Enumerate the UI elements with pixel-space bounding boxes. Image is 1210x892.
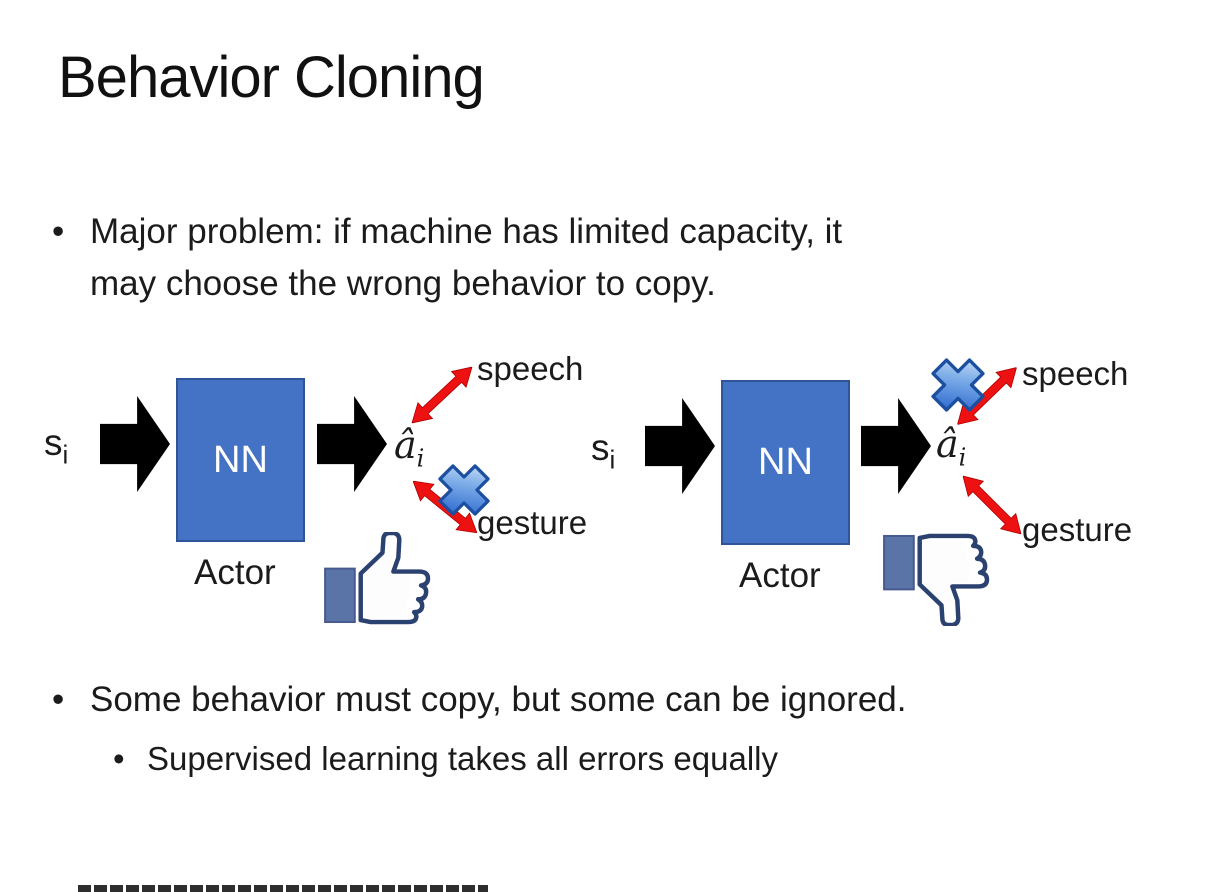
state-input-label: si: [591, 427, 616, 475]
bullet-supervised-learning: • Supervised learning takes all errors e…: [113, 736, 778, 782]
gesture-label: gesture: [1022, 511, 1133, 548]
nn-box: NN: [176, 378, 305, 542]
bullet-marker: •: [52, 212, 65, 251]
bullet-some-behavior: • Some behavior must copy, but some can …: [52, 676, 906, 724]
input-arrow: [100, 396, 170, 492]
bullet-major-problem: • Major problem: if machine has limited …: [52, 206, 842, 310]
state-input-label: si: [44, 422, 69, 470]
nn-box: NN: [721, 380, 850, 545]
action-output-label: âi: [394, 423, 425, 473]
input-arrow: [645, 398, 715, 494]
gesture-arrow: [962, 475, 1022, 535]
nn-label: NN: [758, 441, 813, 483]
bullet-text: Some behavior must copy, but some can be…: [90, 680, 907, 719]
bullet-marker: •: [52, 680, 65, 719]
bullet-text: Supervised learning takes all errors equ…: [147, 740, 778, 777]
cropped-text-strip: [78, 885, 488, 892]
actor-label: Actor: [739, 556, 821, 595]
page-title: Behavior Cloning: [58, 45, 485, 110]
cross-out-icon: [931, 358, 985, 412]
thumbs-up-icon: [324, 532, 431, 625]
thumbs-down-icon: [883, 533, 990, 626]
actor-label: Actor: [194, 553, 276, 592]
speech-label: speech: [477, 350, 584, 387]
bullet-line: may choose the wrong behavior to copy.: [90, 264, 716, 303]
speech-label: speech: [1022, 355, 1129, 392]
speech-arrow: [411, 366, 473, 424]
bullet-marker: •: [113, 740, 125, 777]
output-arrow: [317, 396, 387, 492]
cross-out-icon: [438, 464, 490, 516]
gesture-label: gesture: [477, 504, 588, 541]
bullet-line: Major problem: if machine has limited ca…: [90, 212, 843, 251]
action-output-label: âi: [936, 422, 967, 472]
output-arrow: [861, 398, 931, 494]
nn-label: NN: [213, 438, 268, 481]
